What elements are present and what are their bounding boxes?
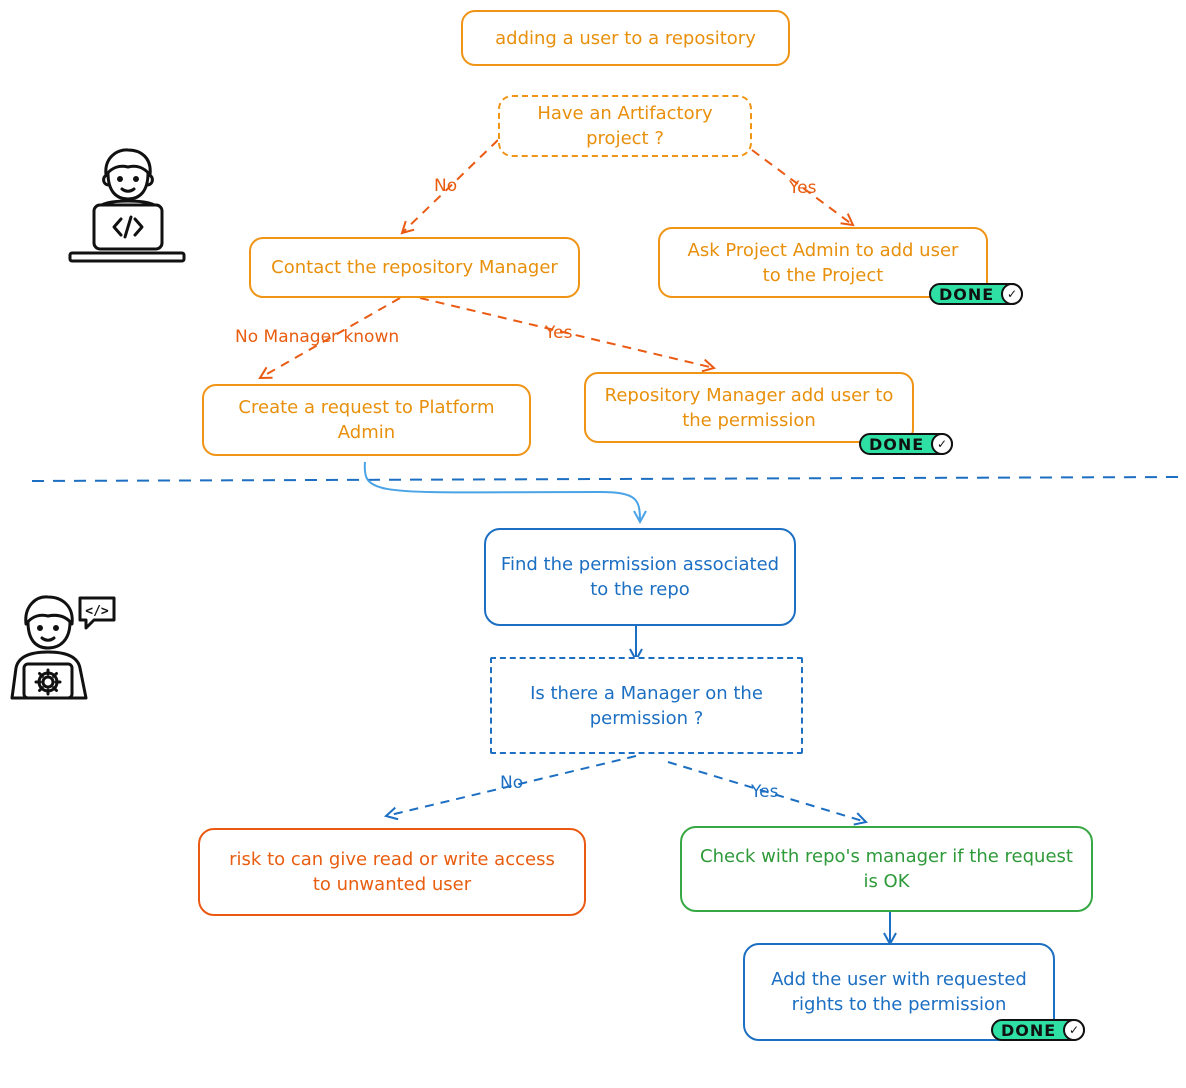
edge-label-yes-repo: Yes (545, 323, 573, 343)
node-check-manager: Check with repo's manager if the request… (680, 826, 1093, 912)
done-badge: DONE ✓ (991, 1019, 1085, 1041)
done-badge-label: DONE (869, 434, 925, 454)
developer-laptop-icon (68, 148, 186, 263)
check-icon: ✓ (1063, 1019, 1085, 1041)
arrow-no-manager-known (260, 297, 401, 378)
arrow-yes-to-ask-admin (751, 149, 853, 225)
node-ask-admin: Ask Project Admin to add user to the Pro… (658, 227, 988, 298)
node-is-manager-line-2: permission ? (589, 707, 704, 729)
node-ask-admin-line-1: Ask Project Admin to add user (687, 239, 959, 261)
node-add-user-line-2: rights to the permission (791, 994, 1007, 1015)
node-contact-manager-line: Contact the repository Manager (271, 257, 558, 278)
arrow-handoff (363, 461, 640, 522)
node-is-manager: Is there a Manager on the permission ? (490, 657, 803, 754)
edge-label-no: No (434, 176, 458, 196)
done-badge: DONE ✓ (859, 433, 953, 455)
check-icon: ✓ (1001, 283, 1023, 305)
node-find-permission: Find the permission associated to the re… (484, 528, 796, 626)
node-find-permission-line-1: Find the permission associated (500, 554, 780, 575)
done-badge: DONE ✓ (929, 283, 1023, 305)
done-badge-label: DONE (1001, 1020, 1057, 1040)
node-ask-admin-line-2: to the Project (762, 264, 884, 286)
arrow-yes-to-repo-manager (419, 297, 714, 368)
arrow-yes-to-check (667, 761, 866, 822)
admin-settings-icon: </> (10, 595, 116, 700)
node-risk: risk to can give read or write access to… (198, 828, 586, 916)
done-badge-label: DONE (939, 284, 995, 304)
node-check-manager-line-1: Check with repo's manager if the request (700, 846, 1073, 867)
node-repo-manager-add: Repository Manager add user to the permi… (584, 372, 914, 443)
node-create-request-line-1: Create a request to Platform (238, 397, 495, 418)
arrow-no-to-contact (402, 139, 499, 233)
node-create-request: Create a request to Platform Admin (202, 384, 531, 456)
node-title-line: adding a user to a repository (495, 27, 756, 49)
edge-label-no-risk: No (500, 773, 524, 793)
edge-label-yes-check: Yes (751, 782, 779, 802)
node-check-manager-line-2: is OK (863, 871, 910, 892)
node-have-project-line-2: project ? (586, 128, 664, 149)
code-bubble-text: </> (85, 604, 109, 619)
arrow-no-to-risk (386, 755, 637, 816)
section-divider (31, 476, 1179, 482)
node-find-permission-line-2: to the repo (590, 579, 690, 600)
node-add-user: Add the user with requested rights to th… (743, 943, 1055, 1041)
node-create-request-line-2: Admin (337, 422, 396, 443)
node-risk-line-2: to unwanted user (312, 874, 472, 895)
node-have-project-line-1: Have an Artifactory (537, 103, 713, 124)
node-risk-line-1: risk to can give read or write access (229, 849, 555, 870)
edge-label-no-manager-known: No Manager known (235, 327, 400, 347)
edge-label-yes: Yes (789, 178, 817, 198)
node-have-project: Have an Artifactory project ? (498, 95, 752, 157)
node-add-user-line-1: Add the user with requested (771, 969, 1027, 990)
node-is-manager-line-1: Is there a Manager on the (530, 682, 763, 704)
node-title: adding a user to a repository (461, 10, 790, 66)
check-icon: ✓ (931, 433, 953, 455)
node-contact-manager: Contact the repository Manager (249, 237, 580, 298)
node-repo-manager-add-line-1: Repository Manager add user to (604, 384, 894, 406)
node-repo-manager-add-line-2: the permission (682, 409, 816, 431)
